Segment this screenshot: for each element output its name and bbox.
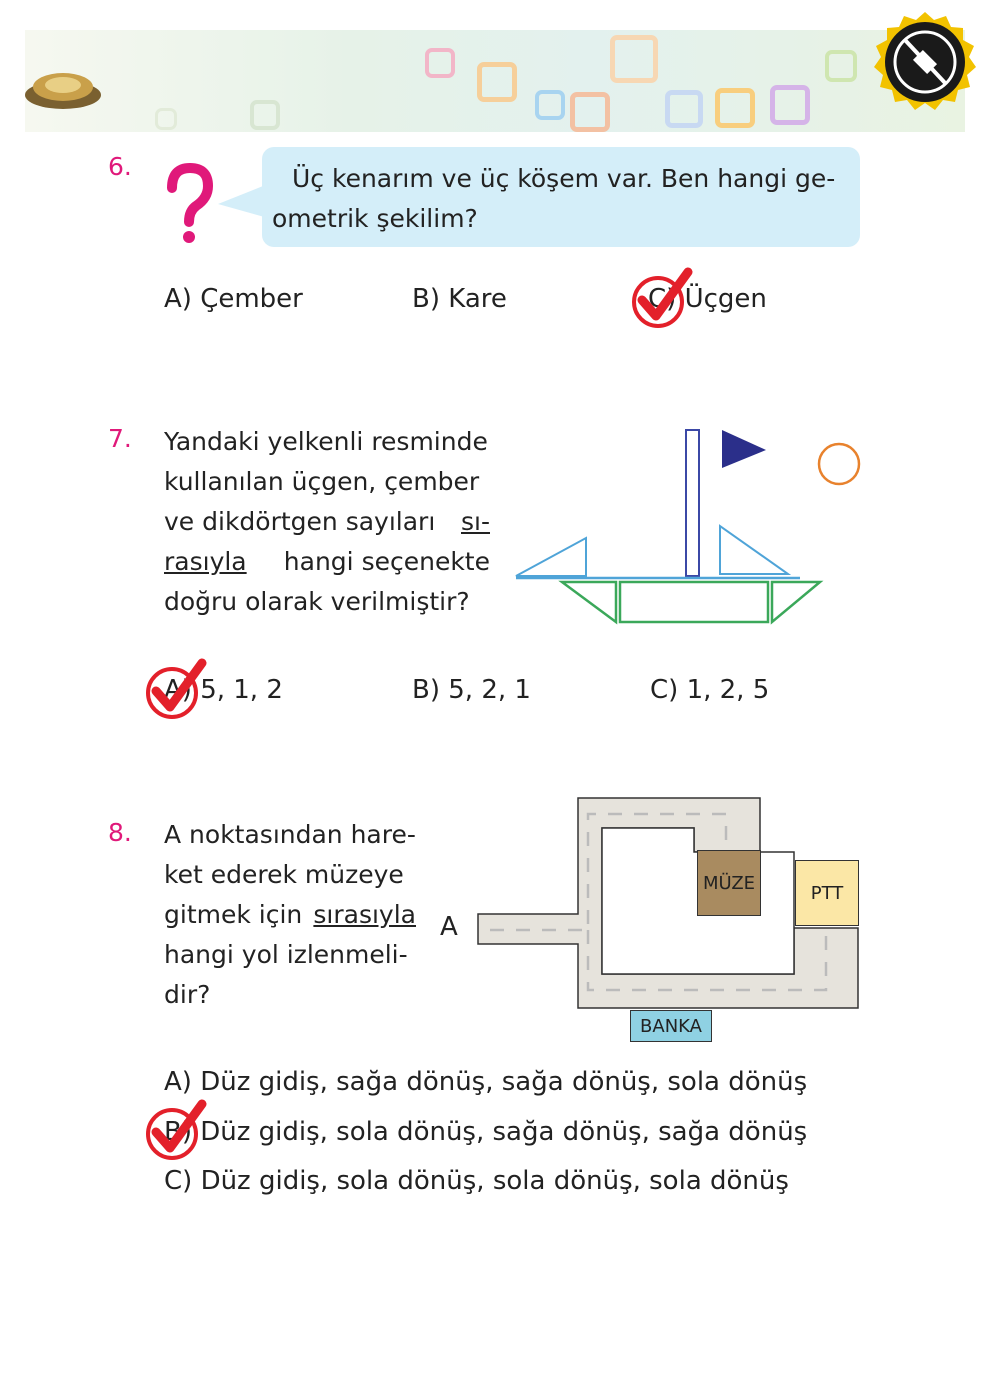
option-c[interactable]: C) Düz gidiş, sola dönüş, sola dönüş, so… — [164, 1166, 789, 1196]
option-c[interactable]: C) 1, 2, 5 — [650, 675, 770, 705]
question-line: ket ederek müzeye — [164, 860, 404, 889]
sail-triangle — [515, 536, 587, 577]
speech-bubble — [262, 147, 860, 247]
checkmark-icon — [146, 658, 207, 719]
option-b[interactable]: B) Düz gidiş, sola dönüş, sağa dönüş, sa… — [164, 1117, 808, 1147]
question-line-part: hangi seçenekte — [283, 547, 490, 576]
question-line: kullanılan üçgen, çember — [164, 467, 480, 496]
decor-square — [570, 92, 610, 132]
decor-square — [155, 108, 177, 130]
question-text: A noktasından hare- ket ederek müzeye gi… — [164, 815, 416, 1015]
question-line: ve dikdörtgen sayıları sı- — [164, 502, 490, 542]
question-line: dir? — [164, 980, 211, 1009]
question-number: 8. — [108, 818, 132, 847]
underlined-word: sırasıyla — [313, 900, 416, 929]
decor-square — [250, 100, 280, 130]
decor-square — [535, 90, 565, 120]
question-line: ometrik şekilim? — [272, 204, 478, 233]
sailboat-figure — [515, 429, 861, 625]
decor-square — [610, 35, 658, 83]
start-point-label: A — [440, 912, 458, 942]
flag-triangle — [722, 430, 766, 468]
checkmark-icon — [146, 1099, 207, 1160]
question-line-part: ve dikdörtgen sayıları — [164, 507, 436, 536]
mast-rectangle — [685, 429, 700, 577]
option-a[interactable]: A) Düz gidiş, sağa dönüş, sağa dönüş, so… — [164, 1067, 808, 1097]
header-banner — [25, 30, 965, 132]
publisher-logo — [25, 73, 101, 109]
underlined-word: sı- — [461, 507, 490, 536]
question-line: gitmek için sırasıyla — [164, 895, 416, 935]
watermark-badge — [874, 12, 976, 110]
decor-square — [425, 48, 455, 78]
question-line-part: gitmek için — [164, 900, 303, 929]
hull-rectangle — [618, 580, 770, 624]
underlined-word: rasıyla — [164, 547, 247, 576]
bank-building: BANKA — [630, 1010, 712, 1042]
question-line: A noktasından hare- — [164, 820, 416, 849]
museum-building: MÜZE — [697, 850, 761, 916]
speech-bubble-tail — [218, 184, 268, 218]
question-line: rasıyla hangi seçenekte — [164, 542, 490, 582]
option-b[interactable]: B) Kare — [412, 284, 507, 314]
sail-triangle — [719, 524, 792, 575]
question-line: doğru olarak verilmiştir? — [164, 587, 470, 616]
question-line: Üç kenarım ve üç köşem var. Ben hangi ge… — [292, 164, 836, 193]
decor-square — [715, 88, 755, 128]
question-mark-icon — [167, 162, 214, 243]
hull-triangle — [770, 580, 824, 625]
hull-triangle — [558, 580, 618, 625]
checkmark-icon — [632, 267, 693, 328]
decor-square — [477, 62, 517, 102]
question-number: 7. — [108, 424, 132, 453]
question-line: Yandaki yelkenli resminde — [164, 427, 488, 456]
question-number: 6. — [108, 152, 132, 181]
decor-square — [825, 50, 857, 82]
question-line: hangi yol izlenmeli- — [164, 940, 408, 969]
post-office-building: PTT — [795, 860, 859, 926]
question-text: Üç kenarım ve üç köşem var. Ben hangi ge… — [272, 159, 852, 239]
decor-square — [770, 85, 810, 125]
question-text: Yandaki yelkenli resminde kullanılan üçg… — [164, 422, 490, 622]
option-b[interactable]: B) 5, 2, 1 — [412, 675, 531, 705]
decor-square — [665, 90, 703, 128]
option-a[interactable]: A) Çember — [164, 284, 303, 314]
sun-circle — [817, 442, 861, 486]
